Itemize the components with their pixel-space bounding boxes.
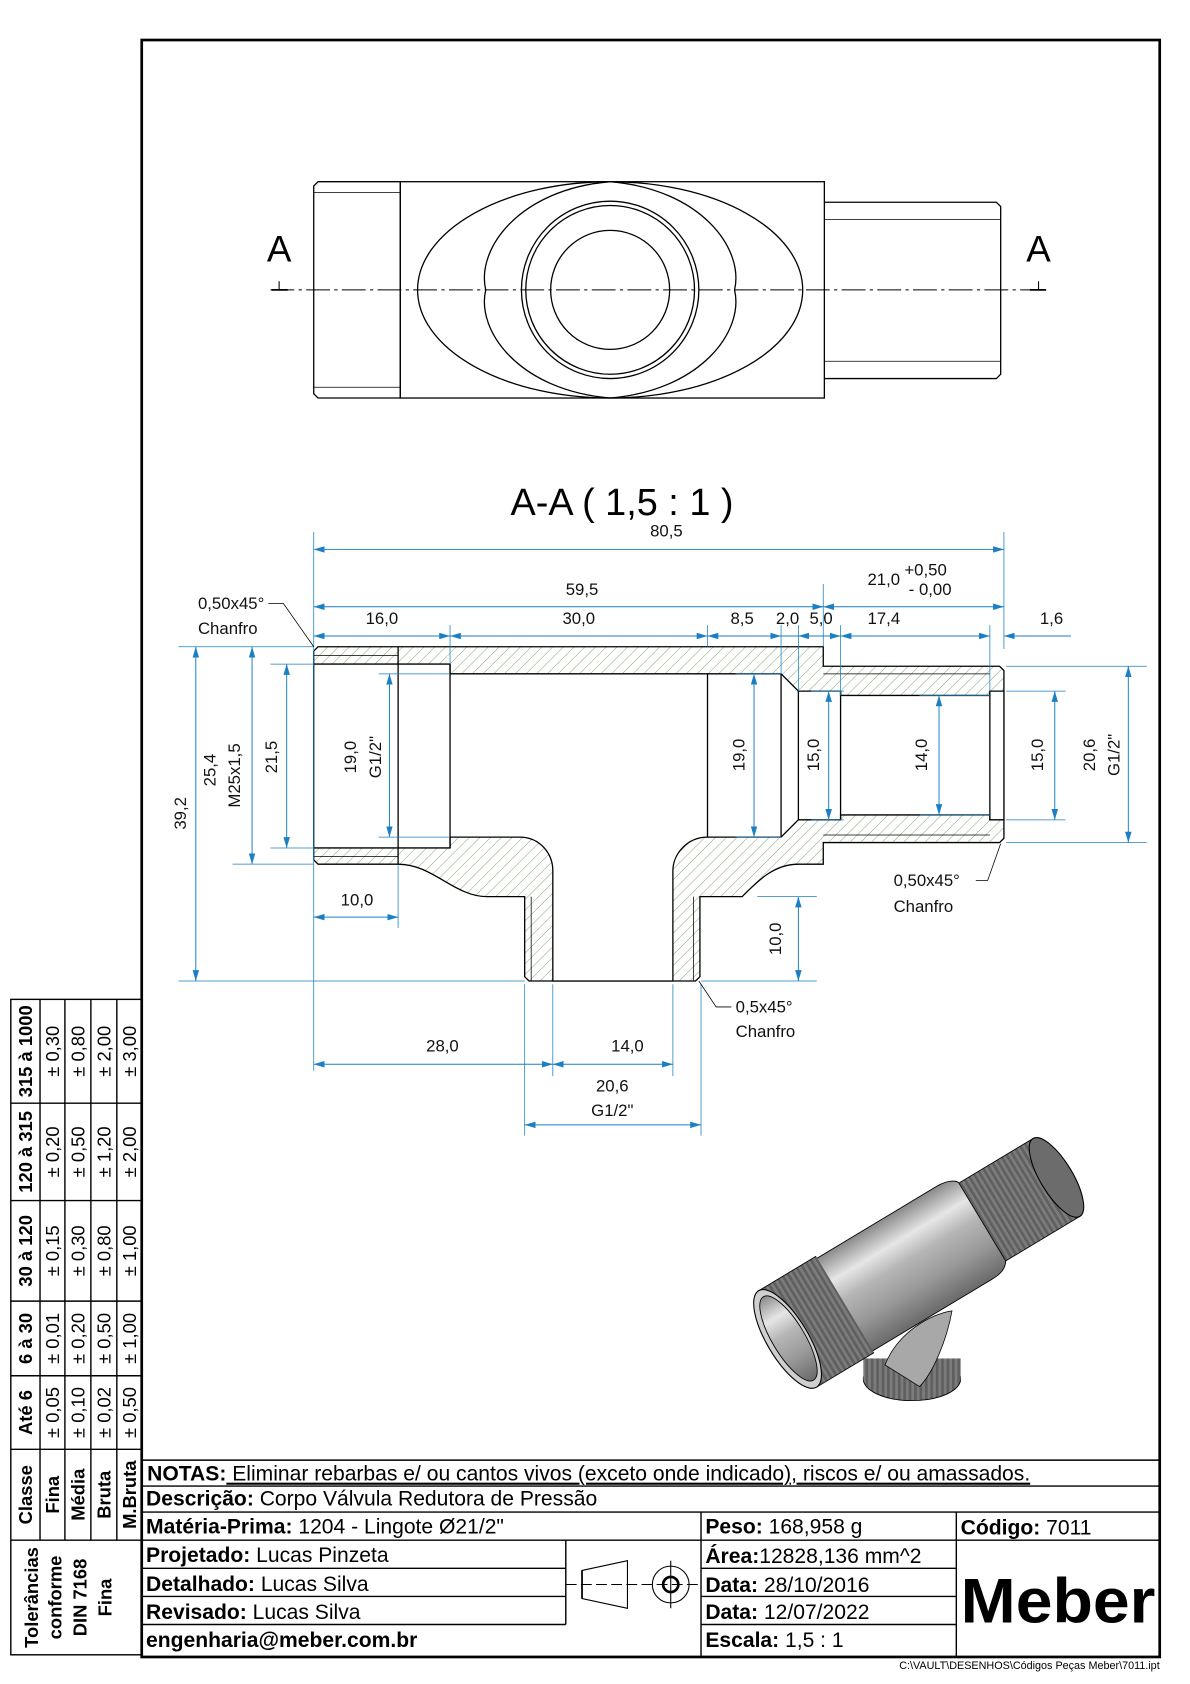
dim-19-0-left: 19,0 — [341, 741, 360, 774]
tolerance-value: ± 0,30 — [67, 1225, 88, 1276]
dim-14-0: 14,0 — [912, 739, 931, 772]
tolerance-value: ± 2,00 — [93, 1026, 114, 1077]
dim-g12-right: G1/2" — [1105, 734, 1124, 776]
isometric-3d-render — [753, 1137, 1085, 1402]
tolerance-class-name: Média — [67, 1468, 88, 1521]
tolerance-value: ± 0,10 — [67, 1387, 88, 1438]
dim-15-0-groove: 15,0 — [804, 739, 823, 772]
drawing-frame — [140, 38, 1162, 1659]
detailed-by: Detalhado: Lucas Silva — [146, 1573, 369, 1596]
tolerance-value: ± 0,30 — [42, 1026, 63, 1077]
dim-21-0-tol-minus: - 0,00 — [909, 580, 952, 599]
dim-10-0-horizontal: 10,0 — [341, 890, 374, 909]
dim-15-0-right: 15,0 — [1028, 739, 1047, 772]
section-mark-left: A — [267, 229, 292, 270]
dim-25-4: 25,4 — [200, 754, 219, 787]
chamfer-left-size: 0,50x45° — [198, 594, 264, 613]
dim-39-2: 39,2 — [171, 797, 190, 830]
chamfer-right-label: Chanfro — [894, 897, 954, 916]
tolerance-standard-note: Fina — [94, 1578, 115, 1617]
tolerance-header-class: Classe — [15, 1465, 36, 1524]
tolerance-standard-note: conforme — [45, 1556, 66, 1640]
tolerance-range-header: Até 6 — [15, 1390, 36, 1435]
tolerance-value: ± 1,20 — [93, 1126, 114, 1177]
dim-16-0: 16,0 — [366, 609, 399, 628]
description: Descrição: Corpo Válvula Redutora de Pre… — [146, 1488, 597, 1511]
dim-19-0-right: 19,0 — [729, 739, 748, 772]
chamfer-callouts: 0,50x45° Chanfro 0,50x45° Chanfro 0,5x45… — [198, 594, 1002, 1041]
dim-10-0-vertical: 10,0 — [766, 922, 785, 955]
company-logo: Meber — [961, 1566, 1156, 1636]
material: Matéria-Prima: 1204 - Lingote Ø21/2" — [146, 1516, 504, 1539]
dim-28-0: 28,0 — [426, 1036, 459, 1055]
extension-lines — [178, 532, 1147, 1136]
tolerance-class-name: M.Bruta — [119, 1460, 140, 1529]
tolerance-value: ± 0,50 — [93, 1313, 114, 1364]
file-path: C:\VAULT\DESENHOS\Códigos Peças Meber\70… — [899, 1660, 1159, 1672]
dimension-lines — [192, 546, 1132, 1129]
weight: Peso: 168,958 g — [705, 1516, 862, 1539]
part-code: Código: 7011 — [961, 1517, 1092, 1540]
chamfer-bottom-size: 0,5x45° — [736, 997, 793, 1016]
section-mark-right: A — [1026, 229, 1051, 270]
tolerance-standard-note: Tolerâncias — [21, 1547, 42, 1648]
dim-21-5: 21,5 — [262, 741, 281, 774]
tolerance-class-name: Fina — [42, 1475, 63, 1514]
section-title: A-A ( 1,5 : 1 ) — [511, 482, 734, 524]
area: Área:12828,136 mm^2 — [705, 1545, 921, 1568]
tolerance-value: ± 1,00 — [119, 1225, 140, 1276]
dim-2-0: 2,0 — [776, 609, 799, 628]
notes: NOTAS: Eliminar rebarbas e/ ou cantos vi… — [147, 1463, 1030, 1486]
dim-5-0: 5,0 — [809, 609, 832, 628]
tolerance-range-header: 120 à 315 — [15, 1111, 36, 1193]
tolerance-value: ± 0,02 — [93, 1387, 114, 1438]
projection-symbol-icon — [565, 1560, 702, 1609]
tolerance-value: ± 0,80 — [67, 1026, 88, 1077]
tolerance-range-header: 30 à 120 — [15, 1215, 36, 1287]
tolerance-value: ± 0,20 — [42, 1126, 63, 1177]
dim-21-0-tol-plus: +0,50 — [904, 560, 946, 579]
designed-by: Projetado: Lucas Pinzeta — [146, 1544, 389, 1567]
dim-21-0: 21,0 — [867, 570, 900, 589]
dim-17-4: 17,4 — [868, 609, 901, 628]
tolerance-value: ± 1,00 — [119, 1313, 140, 1364]
dim-thread-m25: M25x1,5 — [225, 743, 244, 807]
dim-g12-bottom: G1/2" — [591, 1101, 633, 1120]
tolerance-range-header: 6 à 30 — [15, 1313, 36, 1364]
tolerance-value: ± 2,00 — [119, 1126, 140, 1177]
tolerance-standard-note: DIN 7168 — [70, 1559, 91, 1637]
dim-30-0: 30,0 — [562, 609, 595, 628]
tolerance-value: ± 3,00 — [119, 1026, 140, 1077]
dimension-texts: 80,5 59,5 21,0 +0,50 - 0,00 16,0 30,0 8,… — [171, 521, 1124, 1120]
dim-59-5: 59,5 — [566, 580, 599, 599]
tolerance-value: ± 0,50 — [67, 1126, 88, 1177]
dim-g12-left: G1/2" — [366, 736, 385, 778]
dim-14-0-horizontal: 14,0 — [611, 1036, 644, 1055]
contact-email: engenharia@meber.com.br — [146, 1629, 417, 1652]
dim-1-6: 1,6 — [1040, 609, 1063, 628]
tolerance-value: ± 0,15 — [42, 1225, 63, 1276]
chamfer-bottom-label: Chanfro — [736, 1022, 796, 1041]
reviewed-by: Revisado: Lucas Silva — [146, 1601, 361, 1624]
tolerance-value: ± 0,80 — [93, 1225, 114, 1276]
tolerance-range-header: 315 à 1000 — [15, 1005, 36, 1097]
chamfer-left-label: Chanfro — [198, 619, 258, 638]
date-revised: Data: 12/07/2022 — [705, 1601, 869, 1624]
tolerance-value: ± 0,01 — [42, 1313, 63, 1364]
tolerance-value: ± 0,05 — [42, 1387, 63, 1438]
dim-20-6-bottom: 20,6 — [596, 1076, 629, 1095]
date-created: Data: 28/10/2016 — [705, 1574, 869, 1597]
section-view — [313, 646, 1005, 982]
dim-20-6-right: 20,6 — [1080, 739, 1099, 772]
title-block: NOTAS: Eliminar rebarbas e/ ou cantos vi… — [141, 1459, 1160, 1657]
top-view: A A — [267, 181, 1051, 399]
tolerance-value: ± 0,20 — [67, 1313, 88, 1364]
dim-8-5: 8,5 — [730, 609, 753, 628]
dim-80-5: 80,5 — [650, 521, 683, 540]
tolerance-class-name: Bruta — [93, 1470, 114, 1519]
chamfer-right-size: 0,50x45° — [894, 871, 960, 890]
tolerance-value: ± 0,50 — [119, 1387, 140, 1438]
scale: Escala: 1,5 : 1 — [705, 1629, 843, 1652]
